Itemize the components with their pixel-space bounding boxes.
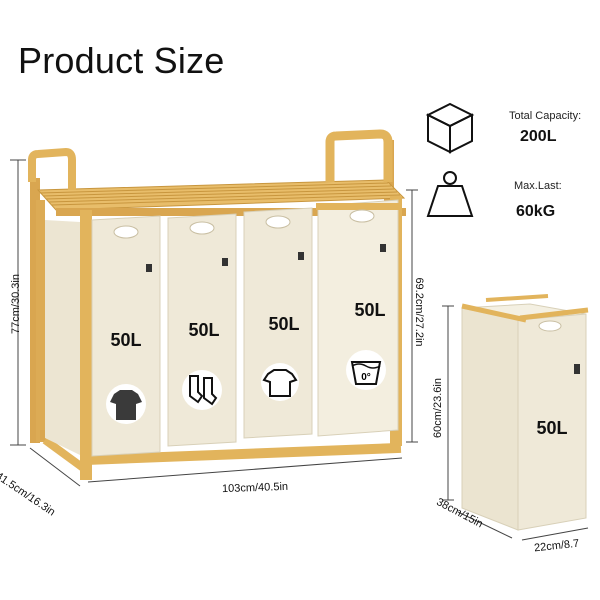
capacity-value: 200L: [520, 128, 557, 145]
height-right-dim: 69.2cm/27.2in: [413, 277, 425, 347]
width-dim: 103cm/40.5in: [221, 480, 289, 496]
capacity-label: Total Capacity:: [509, 110, 582, 122]
bag-2-label: 50L: [188, 320, 220, 340]
load-label: Max.Last:: [514, 180, 562, 192]
weight-icon: [426, 171, 474, 217]
svg-text:0°: 0°: [361, 372, 371, 383]
wash-30-icon: 0°: [346, 350, 386, 390]
bag-1-label: 50L: [110, 330, 142, 350]
height-left-dim: 77cm/30.3in: [10, 274, 22, 334]
bag-height-dim: 60cm/23.6in: [432, 378, 444, 438]
load-value: 60kG: [516, 203, 556, 220]
tshirt-outline-icon: [261, 363, 299, 401]
tshirt-icon: [106, 384, 146, 424]
single-bag-label: 50L: [536, 418, 568, 438]
single-bag: [461, 294, 589, 531]
socks-icon: [182, 370, 222, 410]
bag-3-label: 50L: [268, 314, 300, 334]
page-title: Product Size: [18, 40, 225, 81]
bag-4-label: 50L: [354, 300, 386, 320]
box-icon: [425, 102, 475, 154]
